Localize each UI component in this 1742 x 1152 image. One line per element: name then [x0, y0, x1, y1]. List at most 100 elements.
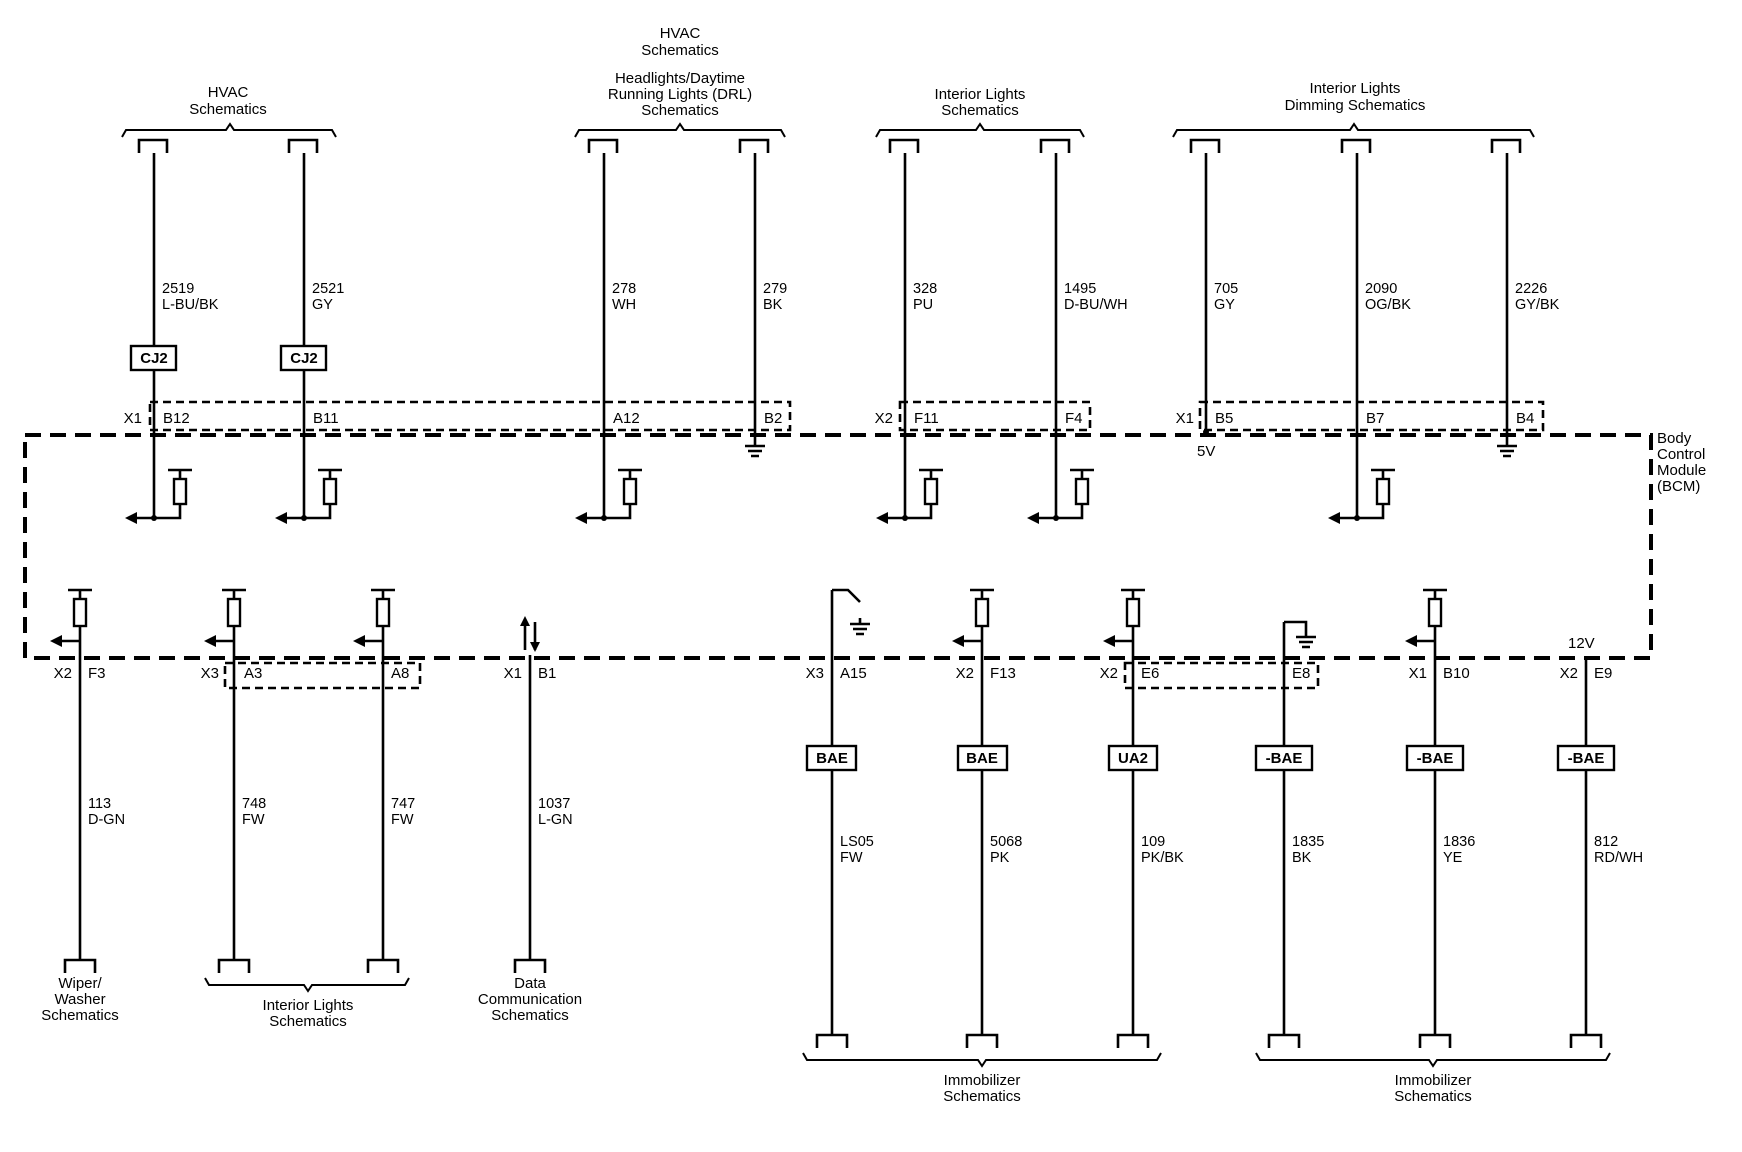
splice-label: UA2: [1118, 750, 1148, 767]
connector-x3-bottom: [223, 661, 422, 690]
top-group-headlights-line3: Headlights/Daytime: [615, 70, 745, 87]
top-circuit-328: 328 PU X2 F11: [875, 138, 943, 524]
bottom-group-immobilizer-left-line1: Immobilizer: [944, 1072, 1021, 1089]
pin-id: E8: [1292, 665, 1310, 682]
pin-id: B10: [1443, 665, 1470, 682]
splice-label: CJ2: [290, 350, 318, 367]
wire-color: PU: [913, 297, 933, 313]
bottom-circuit-109: UA2 X2 E6 109 PK/BK: [1100, 588, 1184, 1048]
top-group-hvac-headlights: HVAC Schematics Headlights/Daytime Runni…: [574, 25, 786, 138]
top-circuit-2090: 2090 OG/BK B7: [1328, 138, 1411, 524]
top-circuits: CJ2 2519 L-BU/BK X1 B12 CJ2 2521 GY B11: [124, 138, 1560, 524]
connector-id: X3: [201, 665, 219, 682]
wire-color: YE: [1443, 850, 1463, 866]
top-circuit-279: 279 BK B2: [738, 138, 787, 458]
circuit-number: 2519: [162, 281, 194, 297]
voltage-5v: 5V: [1197, 443, 1215, 460]
top-group-hvac-line2: Schematics: [189, 101, 267, 118]
wire-color: FW: [391, 812, 414, 828]
circuit-number: 2226: [1515, 281, 1547, 297]
wire-color: BK: [1292, 850, 1312, 866]
bottom-circuit-1037: X1 B1 1037 L-GN: [504, 616, 573, 973]
bcm-label: Body Control Module (BCM): [1657, 430, 1706, 495]
bottom-circuit-113: X2 F3 113 D-GN: [50, 588, 125, 973]
bottom-circuit-1835: -BAE E8 1835 BK: [1254, 620, 1324, 1048]
top-group-hvac: HVAC Schematics: [121, 84, 337, 138]
pin-id: E6: [1141, 665, 1159, 682]
connector-id: X2: [1100, 665, 1118, 682]
top-group-dimming-line2: Dimming Schematics: [1285, 97, 1426, 114]
circuit-number: 1836: [1443, 834, 1475, 850]
top-circuit-1495: 1495 D-BU/WH F4: [1027, 138, 1128, 524]
bcm-label-line2: Control: [1657, 446, 1705, 463]
wire-color: WH: [612, 297, 636, 313]
connector-id: X2: [54, 665, 72, 682]
wire-color: D-GN: [88, 812, 125, 828]
top-group-interior-line2: Schematics: [941, 102, 1019, 119]
top-circuit-2226: 2226 GY/BK B4: [1490, 138, 1560, 458]
wire-color: D-BU/WH: [1064, 297, 1128, 313]
pin-id: A3: [244, 665, 262, 682]
splice-label: -BAE: [1266, 750, 1303, 767]
connector-id: X2: [1560, 665, 1578, 682]
top-group-headlights-line4: Running Lights (DRL): [608, 86, 752, 103]
top-group-headlights-line2: Schematics: [641, 42, 719, 59]
top-circuit-2519: CJ2 2519 L-BU/BK X1 B12: [124, 138, 219, 524]
connector-id: X2: [875, 410, 893, 427]
circuit-number: 1037: [538, 796, 570, 812]
top-group-interior-line1: Interior Lights: [935, 86, 1026, 103]
circuit-number: LS05: [840, 834, 874, 850]
connector-x2-bottom: [1123, 661, 1320, 690]
splice-label: CJ2: [140, 350, 168, 367]
wire-color: FW: [840, 850, 863, 866]
pin-id: B11: [313, 410, 339, 427]
bottom-group-interior-line1: Interior Lights: [263, 997, 354, 1014]
top-group-headlights-line5: Schematics: [641, 102, 719, 119]
wire-color: OG/BK: [1365, 297, 1411, 313]
wire-color: L-BU/BK: [162, 297, 219, 313]
bottom-group-immobilizer-right-line1: Immobilizer: [1395, 1072, 1472, 1089]
top-circuit-278: 278 WH A12: [575, 138, 642, 524]
pin-id: B2: [764, 410, 782, 427]
pin-id: B12: [163, 410, 190, 427]
circuit-number: 747: [391, 796, 415, 812]
connector-id: X1: [1176, 410, 1194, 427]
bottom-group-interior-line2: Schematics: [269, 1013, 347, 1030]
connector-id: X1: [504, 665, 522, 682]
pin-id: A12: [613, 410, 640, 427]
wire-color: GY: [312, 297, 333, 313]
splice-label: BAE: [966, 750, 998, 767]
wire-color: RD/WH: [1594, 850, 1643, 866]
bottom-group-wiper-line3: Schematics: [41, 1007, 119, 1024]
connector-x1-top-right: [1198, 400, 1545, 432]
pin-id: F11: [914, 410, 939, 427]
circuit-number: 1495: [1064, 281, 1096, 297]
circuit-number: 278: [612, 281, 636, 297]
bottom-group-data-line3: Schematics: [491, 1007, 569, 1024]
bottom-group-immobilizer-right: Immobilizer Schematics: [1255, 1052, 1611, 1105]
wire-color: PK/BK: [1141, 850, 1184, 866]
top-group-dimming-line1: Interior Lights: [1310, 80, 1401, 97]
top-circuit-705: 705 GY X1 B5: [1176, 138, 1238, 435]
circuit-number: 279: [763, 281, 787, 297]
connector-id: X2: [956, 665, 974, 682]
pin-id: F4: [1065, 410, 1083, 427]
pin-id: B4: [1516, 410, 1534, 427]
wire-color: PK: [990, 850, 1010, 866]
pin-id: B7: [1366, 410, 1384, 427]
bcm-outline: [23, 433, 1653, 660]
wire-color: GY/BK: [1515, 297, 1560, 313]
pin-id: A15: [840, 665, 867, 682]
pin-id: B1: [538, 665, 556, 682]
bottom-circuit-ls05: BAE X3 A15 LS05 FW: [806, 588, 874, 1048]
splice-label: BAE: [816, 750, 848, 767]
bottom-group-wiper-line1: Wiper/: [58, 975, 102, 992]
wire-color: FW: [242, 812, 265, 828]
bottom-group-data-communication: Data Communication Schematics: [478, 975, 582, 1024]
pin-id: E9: [1594, 665, 1612, 682]
bottom-circuit-5068: BAE X2 F13 5068 PK: [952, 588, 1022, 1048]
circuit-number: 5068: [990, 834, 1022, 850]
circuit-number: 1835: [1292, 834, 1324, 850]
bottom-group-interior-lights: Interior Lights Schematics: [204, 977, 410, 1030]
